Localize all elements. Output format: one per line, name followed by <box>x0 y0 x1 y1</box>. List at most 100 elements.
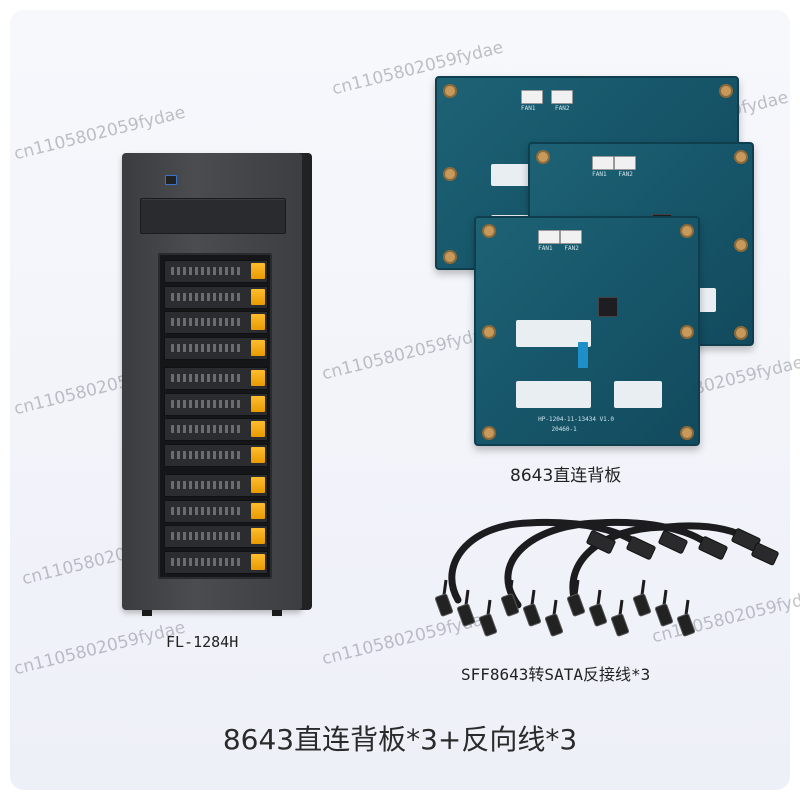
fan1-label: FAN1 <box>538 245 553 252</box>
mounting-hole <box>536 150 550 164</box>
backplane-label: 8643直连背板 <box>510 466 622 486</box>
drive-tray-vent <box>171 506 241 515</box>
drive-latch-icon <box>251 553 265 570</box>
fan2-label: FAN2 <box>555 105 570 112</box>
pcb-model-label: HP-1204-11-13434 V1.0 <box>538 416 615 423</box>
cable-loop <box>448 519 532 604</box>
mounting-hole <box>734 326 748 340</box>
drive-tray-vent <box>171 374 241 382</box>
sata-connector-icon <box>523 603 541 627</box>
sff8643-connector-icon <box>698 536 728 560</box>
drive-slot-cutout <box>515 319 592 347</box>
case-foot <box>142 610 152 616</box>
drive-tray <box>164 550 268 574</box>
sata-lead <box>442 579 448 596</box>
mounting-hole <box>443 250 457 264</box>
drive-latch-icon <box>251 395 265 412</box>
mounting-hole <box>482 224 496 238</box>
drive-latch-icon <box>251 339 265 356</box>
drive-tray-vent <box>171 343 241 352</box>
mounting-hole <box>719 84 733 98</box>
sata-connector-icon <box>435 593 453 617</box>
sata-lead <box>552 599 558 616</box>
mounting-hole <box>680 426 694 440</box>
sata-connector-icon <box>567 593 585 617</box>
sata-lead <box>486 599 492 616</box>
fan1-label: FAN1 <box>521 105 536 112</box>
drive-tray-vent <box>171 318 241 326</box>
drive-latch-icon <box>251 528 265 544</box>
drive-tray <box>164 443 268 467</box>
pcb-date-label: 20460-1 <box>551 426 577 433</box>
sata-lead <box>464 589 470 606</box>
drive-slot-cutout <box>613 380 663 408</box>
mounting-hole <box>680 325 694 339</box>
sff8643-port <box>578 342 589 369</box>
sff8643-connector-icon <box>751 542 779 566</box>
fan-connector <box>560 230 583 244</box>
drive-tray-vent <box>171 557 241 566</box>
usb-port-icon <box>165 175 177 185</box>
sata-lead <box>574 579 580 596</box>
drive-latch-icon <box>251 263 265 279</box>
case-foot <box>272 610 282 616</box>
sata-connector-icon <box>589 603 607 627</box>
sff8643-connector-icon <box>626 536 656 560</box>
drive-tray-vent <box>171 292 241 301</box>
drive-tray-vent <box>171 267 241 275</box>
drive-tray-vent <box>171 532 241 540</box>
fan2-label: FAN2 <box>618 171 633 178</box>
sff8643-connector-icon <box>658 530 688 554</box>
fan-connector <box>521 90 543 104</box>
cable-label: SFF8643转SATA反接线*3 <box>461 665 651 684</box>
sata-lead <box>684 599 690 616</box>
drive-latch-icon <box>251 314 265 330</box>
mounting-hole <box>482 325 496 339</box>
controller-chip <box>598 297 619 318</box>
sata-connector-icon <box>545 613 563 637</box>
sata-connector-icon <box>677 613 695 637</box>
server-case-image <box>122 153 302 616</box>
drive-latch-icon <box>251 421 265 437</box>
drive-slot-cutout <box>515 380 592 408</box>
sata-lead <box>530 589 536 606</box>
fan-connector <box>592 156 615 170</box>
drive-tray <box>164 311 268 334</box>
sata-connector-icon <box>479 613 497 637</box>
drive-latch-icon <box>251 370 265 386</box>
sata-lead <box>662 589 668 606</box>
case-label: FL-1284H <box>166 633 239 651</box>
drive-tray <box>164 418 268 441</box>
mounting-hole <box>443 167 457 181</box>
drive-latch-icon <box>251 288 265 305</box>
mounting-hole <box>734 150 748 164</box>
drive-tray-vent <box>171 425 241 433</box>
mounting-hole <box>443 84 457 98</box>
mounting-hole <box>482 426 496 440</box>
optical-drive-bay <box>140 198 286 234</box>
sata-connector-icon <box>655 603 673 627</box>
fan2-label: FAN2 <box>564 245 579 252</box>
drive-tray <box>164 474 268 497</box>
sata-connector-icon <box>633 593 651 617</box>
drive-tray <box>164 260 268 283</box>
sff8643-connector-icon <box>586 530 616 554</box>
drive-tray <box>164 525 268 548</box>
drive-cage <box>158 253 272 579</box>
sata-lead <box>618 599 624 616</box>
drive-latch-icon <box>251 502 265 519</box>
fan-connector <box>551 90 573 104</box>
drive-tray <box>164 499 268 523</box>
fan1-label: FAN1 <box>592 171 607 178</box>
sata-connector-icon <box>611 613 629 637</box>
sata-connector-icon <box>501 593 519 617</box>
drive-latch-icon <box>251 477 265 493</box>
drive-tray-vent <box>171 399 241 408</box>
drive-tray-vent <box>171 450 241 459</box>
sata-lead <box>596 589 602 606</box>
sata-connector-icon <box>457 603 475 627</box>
drive-tray-vent <box>171 481 241 489</box>
cable-set-image <box>435 519 779 637</box>
bundle-title: 8643直连背板*3+反向线*3 <box>222 723 578 756</box>
